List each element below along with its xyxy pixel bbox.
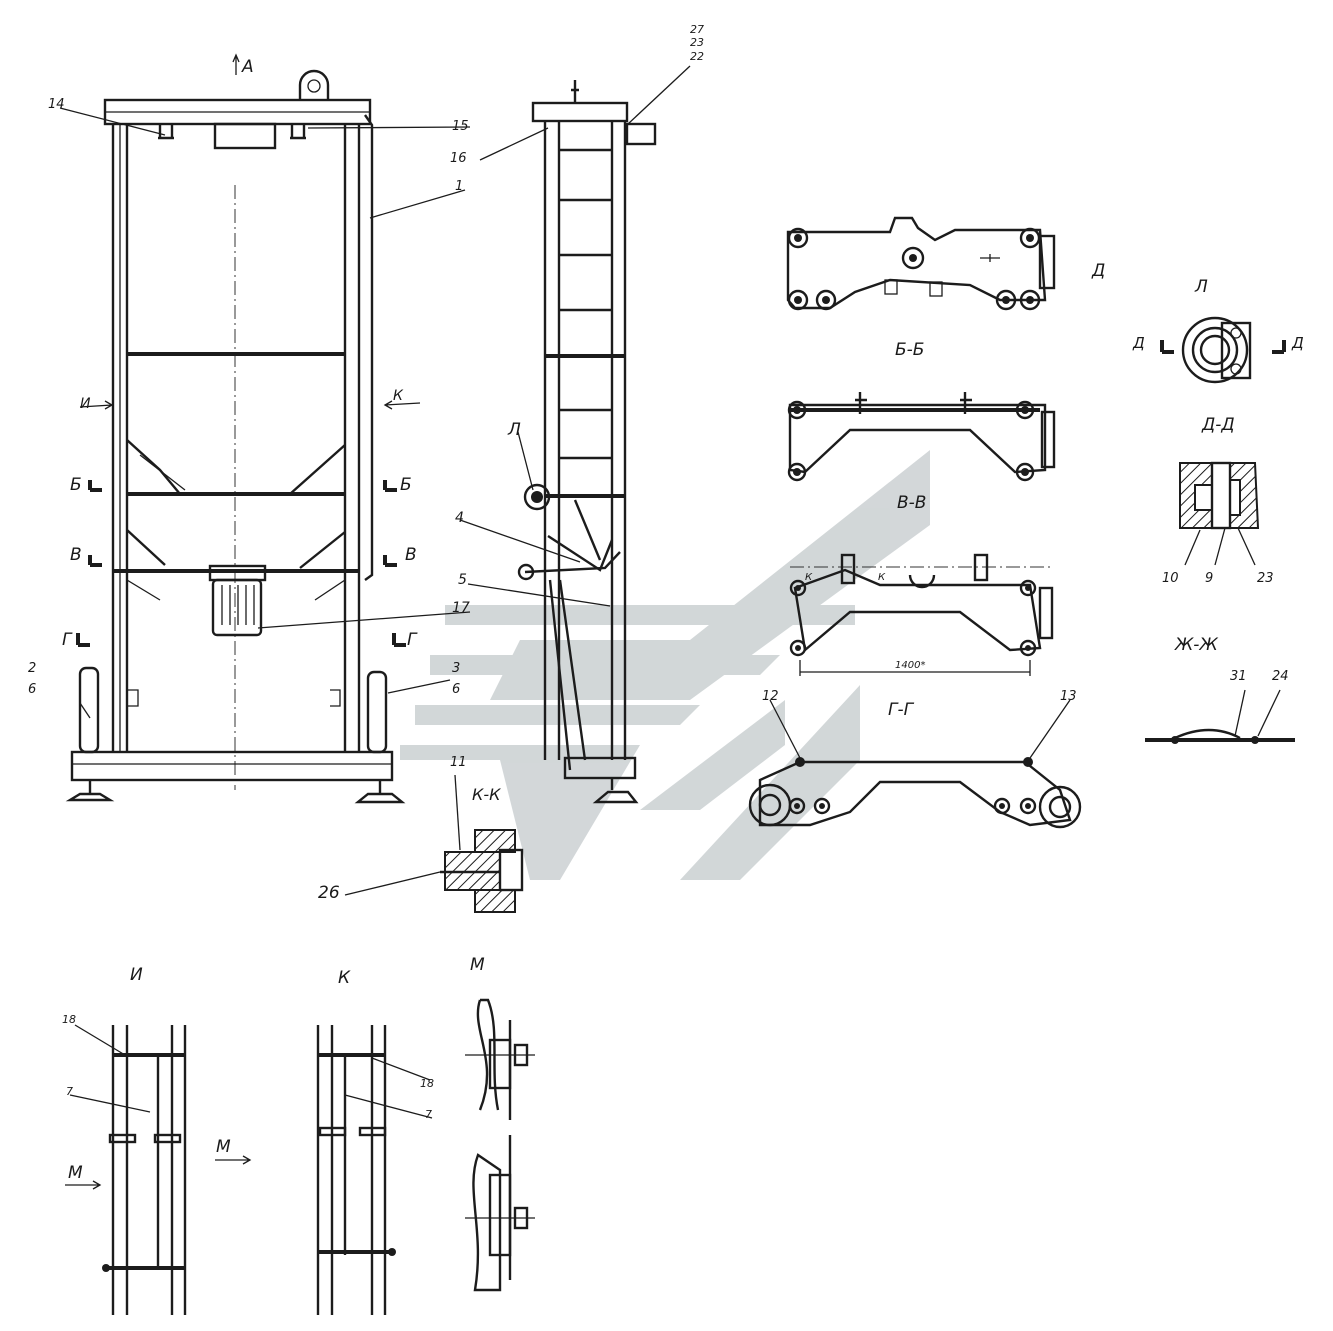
label-24: 24 (1272, 669, 1289, 684)
label-d2: Д (1291, 334, 1304, 352)
label-d1: Д (1132, 334, 1145, 352)
view-k (316, 1025, 433, 1315)
label-view-a: А (241, 57, 254, 77)
view-i (65, 1024, 252, 1315)
label-14: 14 (48, 97, 65, 112)
front-view (59, 53, 471, 804)
label-6a: 6 (28, 682, 36, 697)
label-23-dd: 23 (1257, 571, 1274, 586)
view-d (786, 216, 1056, 311)
label-18a: 18 (62, 1013, 76, 1026)
label-kk: К-К (472, 785, 501, 804)
label-dd: Д-Д (1201, 415, 1235, 435)
label-9: 9 (1205, 571, 1213, 586)
labels: А 14 15 16 1 27 23 22 И К Б Б В В Г Г 2 … (28, 23, 1304, 1183)
label-sec-g2: Г (407, 630, 418, 650)
label-26: 26 (318, 883, 340, 903)
label-l-side: Л (507, 420, 521, 440)
label-5: 5 (458, 572, 467, 588)
label-sec-v1: В (70, 545, 82, 565)
label-vv: В-В (897, 493, 926, 513)
label-sec-v2: В (405, 545, 417, 565)
label-sec-b1: Б (70, 475, 82, 495)
label-gg: Г-Г (888, 700, 915, 720)
label-6b: 6 (452, 682, 460, 697)
label-13: 13 (1060, 689, 1077, 704)
section-vv (789, 553, 1054, 676)
label-1: 1 (455, 179, 463, 194)
label-11: 11 (450, 755, 467, 770)
section-kk (344, 774, 524, 913)
label-view-m: М (470, 955, 485, 975)
label-27: 27 (690, 23, 704, 36)
label-zhzh: Ж-Ж (1174, 635, 1218, 655)
section-zhzh (1145, 689, 1295, 744)
label-m-arrow1: М (68, 1163, 83, 1183)
label-m-arrow2: М (216, 1137, 231, 1157)
label-10: 10 (1162, 571, 1179, 586)
section-bb (787, 392, 1056, 482)
label-sec-g1: Г (62, 630, 73, 650)
label-4: 4 (455, 510, 464, 526)
label-2: 2 (28, 661, 36, 676)
label-view-d: Д (1091, 261, 1105, 281)
label-k-inner2: К (878, 572, 886, 583)
label-18b: 18 (420, 1077, 434, 1090)
watermark-logo (400, 450, 930, 880)
view-m (465, 998, 535, 1292)
label-sec-i: И (80, 396, 91, 412)
view-l (1160, 316, 1286, 384)
label-bb: Б-Б (895, 340, 924, 360)
label-22: 22 (690, 50, 704, 63)
label-l-title: Л (1194, 277, 1208, 297)
label-15: 15 (452, 119, 469, 134)
label-1400: 1400* (895, 660, 925, 671)
label-31: 31 (1230, 669, 1247, 684)
label-16: 16 (450, 151, 467, 166)
label-17: 17 (452, 600, 470, 616)
label-k-inner1: К (805, 572, 813, 583)
label-view-i: И (130, 965, 143, 985)
label-12: 12 (762, 689, 779, 704)
label-7b: 7 (425, 1108, 432, 1121)
label-sec-b2: Б (400, 475, 412, 495)
side-view (459, 65, 691, 804)
section-gg (748, 699, 1082, 829)
label-23-top: 23 (690, 36, 704, 49)
section-dd (1179, 461, 1260, 566)
label-view-k: К (338, 968, 351, 988)
label-sec-k: К (393, 388, 404, 404)
label-3: 3 (452, 661, 460, 676)
label-7a: 7 (66, 1085, 73, 1098)
